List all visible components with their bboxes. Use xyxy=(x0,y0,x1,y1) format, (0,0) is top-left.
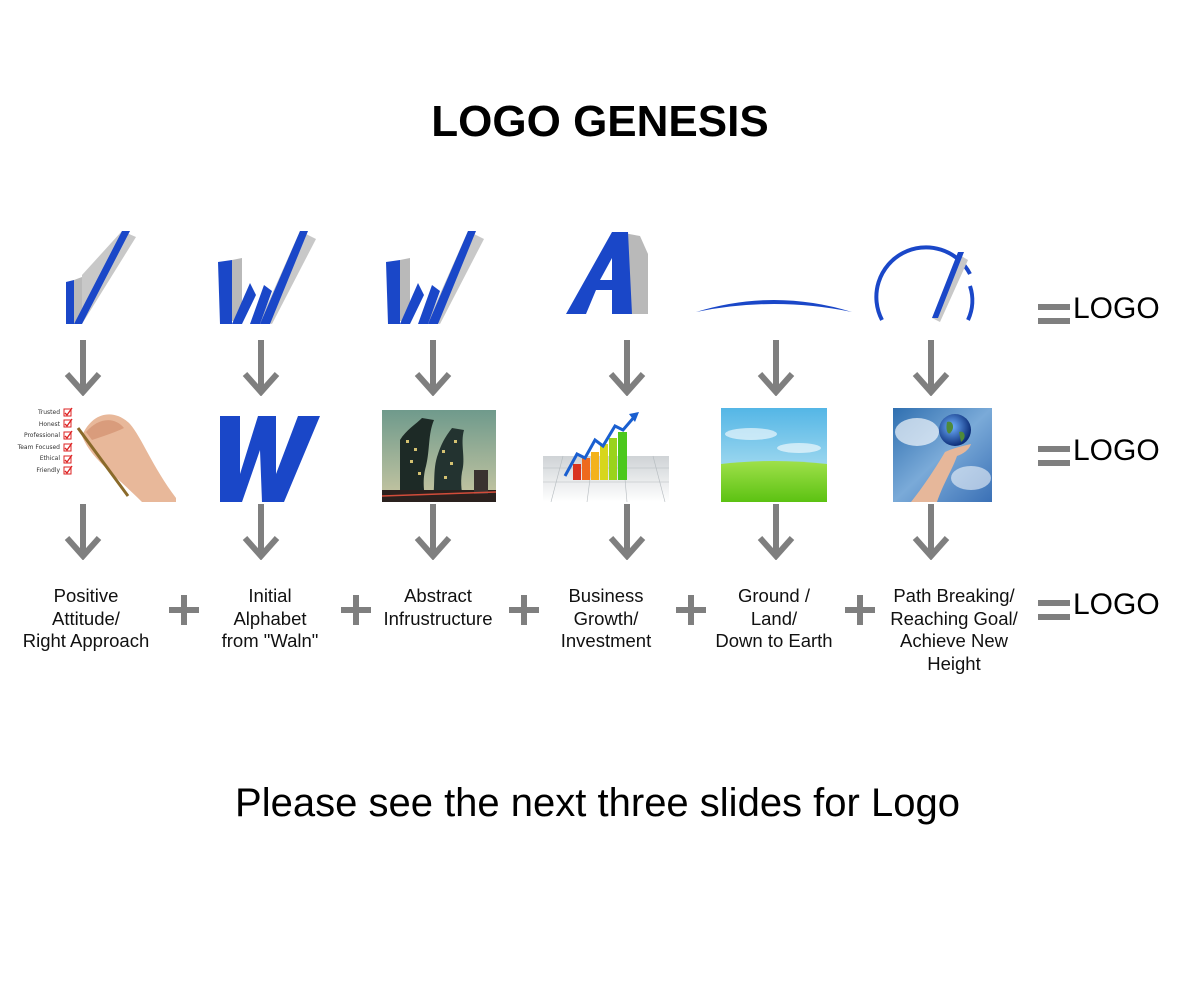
w-letter-logo-part xyxy=(386,231,484,324)
down-arrow-icon xyxy=(414,504,452,560)
plus-icon xyxy=(845,595,875,625)
equals-sign xyxy=(1038,304,1070,326)
checklist-item: Friendly xyxy=(36,466,60,474)
down-arrow-icon xyxy=(608,504,646,560)
logo-word: LOGO xyxy=(1073,588,1160,621)
logo-word: LOGO xyxy=(1073,434,1160,467)
down-arrow-icon xyxy=(912,340,950,396)
column-label-abstract-infrastructure: Abstract Infrustructure xyxy=(383,585,493,629)
circle-with-slash-logo-part xyxy=(874,245,975,322)
down-arrow-icon xyxy=(64,340,102,396)
blue-w-letter-picture xyxy=(220,416,320,502)
w-letter-logo-part xyxy=(218,231,316,324)
checklist-item: Honest xyxy=(38,420,60,428)
column-label-path-breaking: Path Breaking/ Reaching Goal/ Achieve Ne… xyxy=(890,585,1018,674)
checklist-item: Ethical xyxy=(39,455,60,462)
down-arrow-icon xyxy=(608,340,646,396)
footer-note: Please see the next three slides for Log… xyxy=(235,781,960,825)
checklist-item: Trusted xyxy=(37,409,60,416)
page-title: LOGO GENESIS xyxy=(431,97,769,146)
plus-icon xyxy=(341,595,371,625)
down-arrow-icon xyxy=(414,340,452,396)
down-arrow-icon xyxy=(64,504,102,560)
column-label-initial-alphabet: Initial Alphabet from "Waln" xyxy=(221,585,319,651)
down-arrow-icon xyxy=(757,504,795,560)
equals-sign xyxy=(1038,600,1070,622)
down-arrow-icon xyxy=(757,340,795,396)
down-arrow-icon xyxy=(912,504,950,560)
twisted-towers-picture xyxy=(382,410,496,502)
plus-icon xyxy=(509,595,539,625)
hand-writing-checklist-picture: Trusted Honest Professional Team Focused… xyxy=(16,406,176,502)
column-label-ground-land: Ground / Land/ Down to Earth xyxy=(715,585,833,651)
a-letter-logo-part xyxy=(566,232,648,314)
column-label-business-growth: Business Growth/ Investment xyxy=(560,585,652,651)
equals-sign xyxy=(1038,446,1070,468)
tick-mark-logo-part xyxy=(66,231,136,324)
down-arrow-icon xyxy=(242,340,280,396)
checklist-item: Professional xyxy=(23,432,60,439)
down-arrow-icon xyxy=(242,504,280,560)
plus-icon xyxy=(676,595,706,625)
green-field-picture xyxy=(721,408,827,502)
column-label-positive-attitude: Positive Attitude/ Right Approach xyxy=(22,585,150,651)
checklist-item: Team Focused xyxy=(17,443,60,451)
logo-word: LOGO xyxy=(1073,292,1160,325)
ground-arc-logo-part xyxy=(696,300,852,312)
plus-icon xyxy=(169,595,199,625)
growth-bar-chart-picture xyxy=(543,410,669,502)
globe-in-hand-picture xyxy=(893,408,992,502)
